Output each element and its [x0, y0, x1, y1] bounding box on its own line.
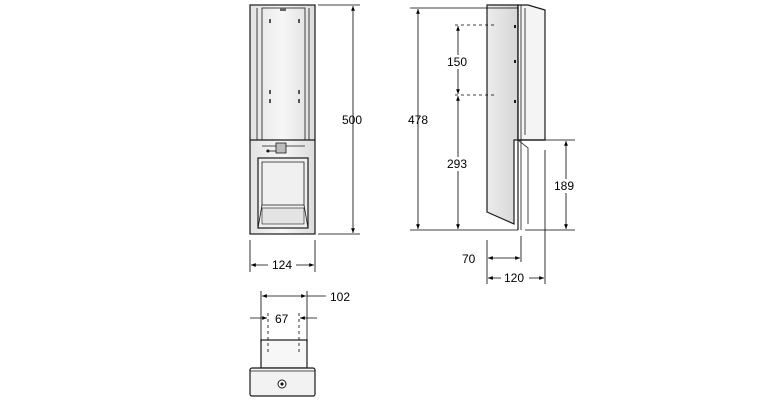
bottom-width-label: 102 — [330, 290, 350, 304]
bottom-hole-spacing-dimension: 67 — [250, 312, 317, 352]
side-housing — [486, 4, 519, 225]
side-total-height-dimension: 478 — [408, 7, 518, 231]
lock-mechanism — [262, 142, 305, 154]
side-depth-total-label: 120 — [504, 271, 524, 285]
top-notch — [280, 8, 286, 11]
side-bottom-section-dimension: 189 — [525, 139, 582, 231]
front-width-label: 124 — [272, 258, 292, 272]
side-view — [486, 4, 546, 230]
bottom-hole-spacing-label: 67 — [275, 312, 289, 326]
side-bottom-section-label: 189 — [554, 179, 574, 193]
side-top-spacing-dimension: 150 — [444, 26, 470, 94]
side-lower-spacing-dimension: 293 — [444, 96, 470, 229]
bottom-width-dimension: 102 — [260, 290, 350, 342]
front-height-dimension: 500 — [318, 4, 362, 235]
side-depth-min-label: 70 — [462, 252, 476, 266]
bottom-view — [249, 339, 316, 397]
front-width-dimension: 124 — [249, 240, 316, 272]
side-top-spacing-label: 150 — [447, 55, 467, 69]
front-view — [249, 4, 316, 235]
side-total-height-label: 478 — [408, 113, 428, 127]
side-depth-min-dimension: 70 — [462, 236, 522, 284]
side-depth-total-dimension: 120 — [488, 150, 546, 285]
side-back-plate — [517, 4, 546, 141]
fixing-slots — [269, 19, 300, 103]
front-height-label: 500 — [342, 113, 362, 127]
side-lower-spacing-label: 293 — [447, 157, 467, 171]
